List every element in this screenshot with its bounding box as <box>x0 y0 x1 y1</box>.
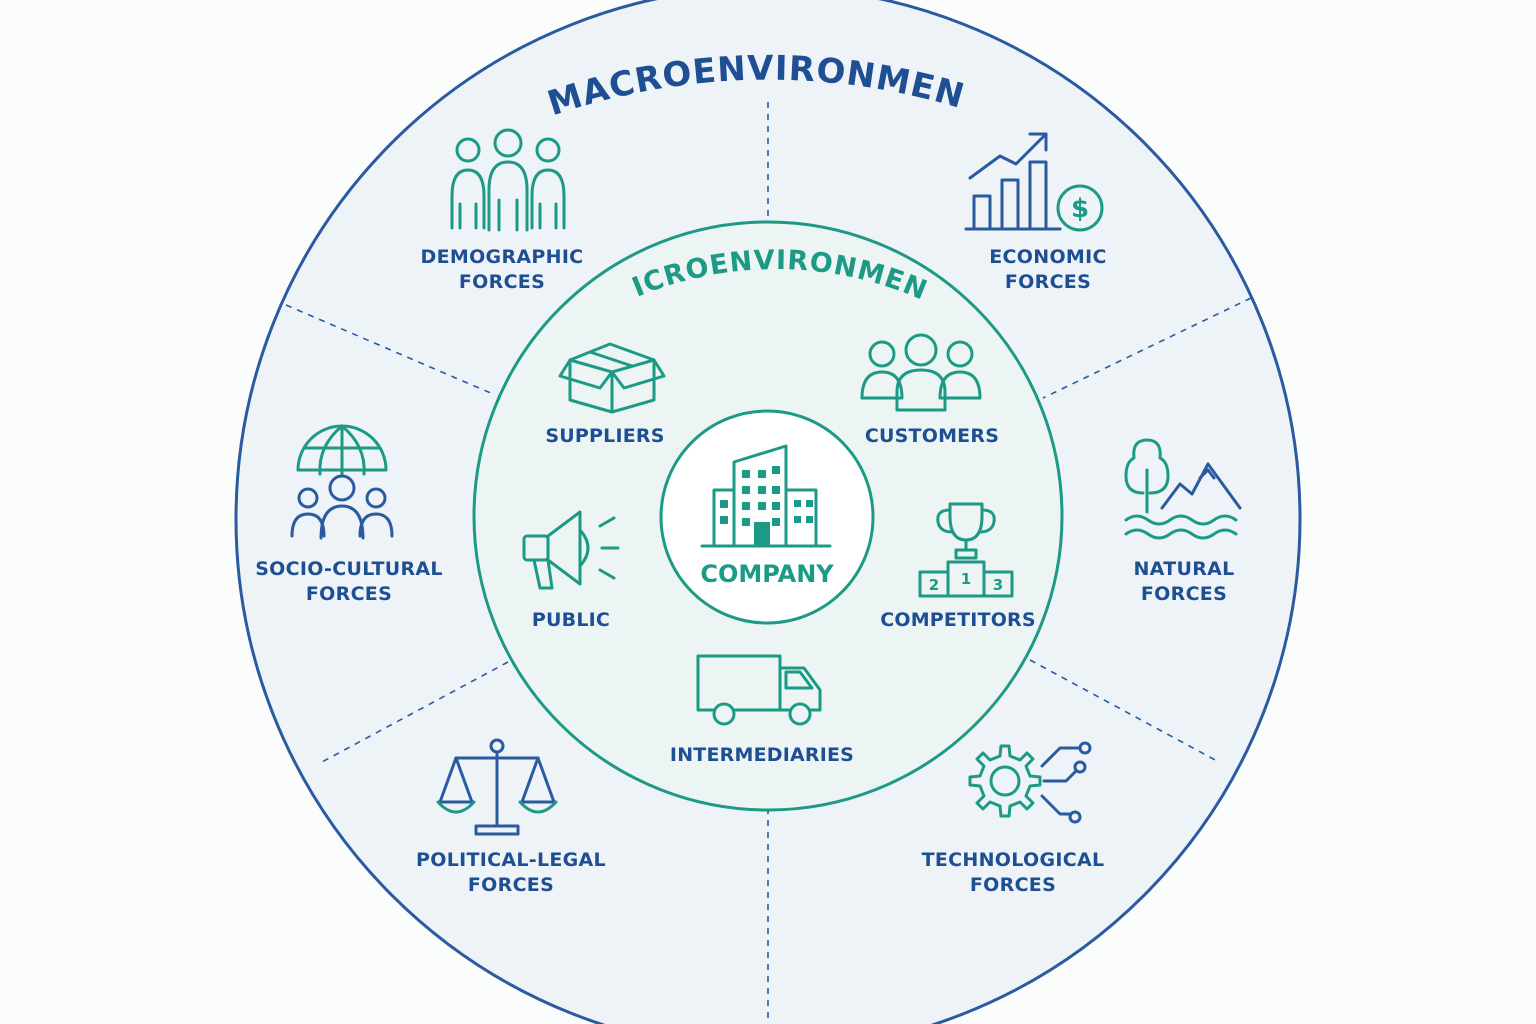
socio-people-icon <box>290 474 394 540</box>
force-demographic-line1: DEMOGRAPHIC <box>421 246 584 268</box>
gear-circuit-icon <box>968 741 1092 824</box>
chart-dollar-icon <box>964 132 1104 232</box>
force-economic: ECONOMIC FORCES <box>989 246 1106 293</box>
actor-suppliers: SUPPLIERS <box>545 425 664 447</box>
force-political-legal-line1: POLITICAL-LEGAL <box>416 849 606 871</box>
actor-public: PUBLIC <box>532 609 610 631</box>
actor-intermediaries: INTERMEDIARIES <box>670 744 854 766</box>
force-socio-cultural-line1: SOCIO-CULTURAL <box>255 558 443 580</box>
force-political-legal: POLITICAL-LEGAL FORCES <box>416 849 606 896</box>
people-group-icon <box>450 128 566 232</box>
company-circle <box>659 409 875 625</box>
megaphone-icon <box>522 510 620 590</box>
force-economic-line1: ECONOMIC <box>989 246 1106 268</box>
force-political-legal-line2: FORCES <box>468 874 554 896</box>
force-technological-line2: FORCES <box>970 874 1056 896</box>
company-label: COMPANY <box>700 560 834 588</box>
divider-upper-right <box>1042 297 1252 399</box>
force-natural-line1: NATURAL <box>1133 558 1234 580</box>
podium-number-1: 1 <box>961 570 971 588</box>
tree-mountain-icon <box>1124 438 1242 540</box>
truck-icon <box>696 654 822 726</box>
force-technological: TECHNOLOGICAL FORCES <box>922 849 1105 896</box>
scales-icon <box>436 738 558 836</box>
force-technological-line1: TECHNOLOGICAL <box>922 849 1105 871</box>
podium-number-2: 2 <box>929 576 939 594</box>
force-demographic: DEMOGRAPHIC FORCES <box>421 246 584 293</box>
divider-upper-left <box>285 304 494 395</box>
dollar-symbol: $ <box>1071 194 1089 224</box>
actor-competitors: COMPETITORS <box>880 609 1036 631</box>
box-icon <box>558 342 666 414</box>
building-windows <box>720 466 813 546</box>
actor-customers: CUSTOMERS <box>865 425 999 447</box>
globe-people-icon <box>296 424 388 476</box>
force-demographic-line2: FORCES <box>459 271 545 293</box>
podium-numbers: 2 1 3 <box>929 570 1003 594</box>
force-socio-cultural: SOCIO-CULTURAL FORCES <box>255 558 443 605</box>
force-economic-line2: FORCES <box>1005 271 1091 293</box>
podium-number-3: 3 <box>993 576 1003 594</box>
force-natural-line2: FORCES <box>1141 583 1227 605</box>
customers-icon <box>860 333 982 412</box>
force-natural: NATURAL FORCES <box>1133 558 1234 605</box>
force-socio-cultural-line2: FORCES <box>306 583 392 605</box>
trophy-podium-icon <box>918 502 1014 598</box>
sector-dividers <box>285 102 1252 1024</box>
